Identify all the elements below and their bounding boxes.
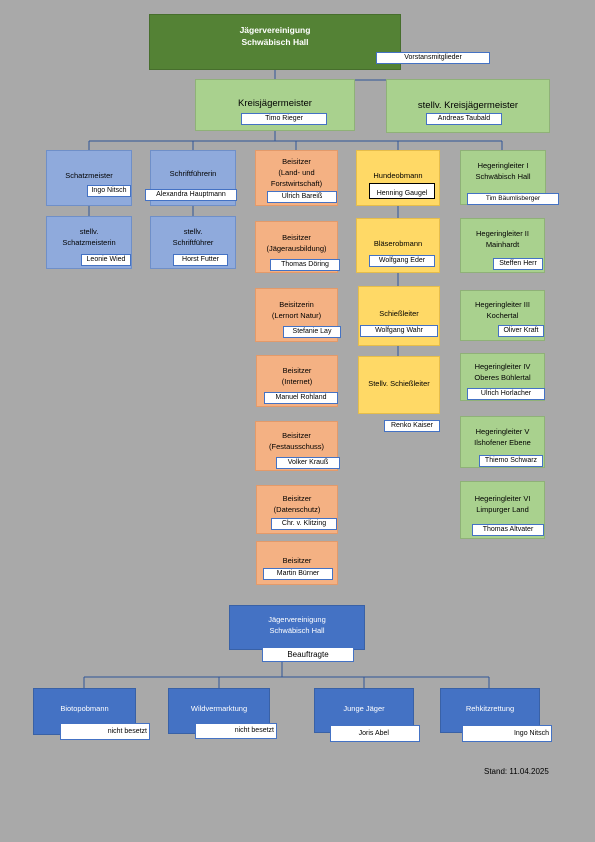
stellv-title: stellv. Kreisjägermeister [417, 100, 519, 111]
blue-title: Schatzmeister [65, 171, 113, 180]
blue-subtitle: Schatzmeisterin [62, 237, 116, 247]
hegering-area: Mainhardt [485, 239, 520, 249]
hegering-name: Oliver Kraft [498, 325, 544, 337]
bottom-title-line2: Schwäbisch Hall [269, 625, 325, 635]
beauftragte-header-box: Jägervereinigung Schwäbisch Hall [229, 605, 365, 650]
beauftragte-title: Rehkitzrettung [465, 704, 515, 713]
yellow-title: Stellv. Schießleiter [368, 379, 430, 388]
hegering-name: Steffen Herr [493, 258, 543, 270]
beisitzer-title: Beisitzerin [279, 300, 314, 309]
beauftragte-name: Joris Abel [330, 725, 420, 742]
yellow-title: Schießleiter [379, 309, 419, 318]
blue-name: Ingo Nitsch [87, 185, 131, 197]
blue-title: Schriftführerin [169, 169, 217, 178]
yellow-title: Hundeobmann [373, 171, 423, 180]
beauftragte-name: nicht besetzt [195, 723, 277, 739]
hegering-area: Schwäbisch Hall [475, 171, 531, 181]
beauftragte-title: Junge Jäger [343, 704, 385, 713]
hegering-name: Tim Bäumlisberger [467, 193, 559, 205]
beisitzer-area: (Datenschutz) [273, 504, 321, 514]
hegering-name: Ulrich Horlacher [467, 388, 545, 400]
blue-title: stellv. [183, 227, 203, 236]
blue-name: Leonie Wied [81, 254, 131, 266]
stand-date: Stand: 11.04.2025 [484, 767, 549, 776]
hegering-title: Hegeringleiter VI [474, 494, 531, 503]
beisitzer-name: Thomas Döring [270, 259, 340, 271]
beisitzer-title: Beisitzer [282, 233, 311, 242]
hegering-name: Thiemo Schwarz [479, 455, 543, 467]
beisitzer-area: (Jägerausbildung) [266, 243, 327, 253]
hegering-name: Thomas Altvater [472, 524, 544, 536]
schatzmeister-box: Schatzmeister [46, 150, 132, 206]
beisitzer-name: Volker Krauß [276, 457, 340, 469]
kreis-title: Kreisjägermeister [238, 98, 312, 109]
hegering-title: Hegeringleiter V [475, 427, 530, 436]
beisitzer-name: Manuel Rohland [264, 392, 338, 404]
hegering-title: Hegeringleiter III [474, 300, 531, 309]
beauftragte-title: Wildvermarktung [190, 704, 248, 713]
hegering-area: Kochertal [486, 310, 519, 320]
yellow-name: Wolfgang Eder [369, 255, 435, 267]
yellow-title: Bläserobmann [373, 239, 423, 248]
beisitzer-title: Beisitzer [282, 431, 311, 440]
yellow-name: Wolfgang Wahr [360, 325, 438, 337]
top-label: Vorstansmitglieder [376, 52, 490, 64]
beisitzer-area-cont: Forstwirtschaft) [270, 178, 323, 188]
beisitzer-area: (Lernort Natur) [271, 310, 322, 320]
stellv-name: Andreas Taubald [426, 113, 502, 125]
hegering-title: Hegeringleiter I [477, 161, 529, 170]
hegering-area: Limpurger Land [476, 504, 529, 514]
blue-name: Alexandra Hauptmann [145, 189, 237, 201]
top-box: Jägervereinigung Schwäbisch Hall [149, 14, 401, 70]
beisitzer-title: Beisitzer [282, 494, 312, 503]
bottom-title-line1: Jägervereinigung [268, 615, 326, 624]
beisitzer-title: Beisitzer [282, 366, 312, 375]
blue-title: stellv. [79, 227, 99, 236]
beisitzer-name: Martin Bürner [263, 568, 333, 580]
beisitzer-name: Chr. v. Klitzing [271, 518, 337, 530]
blue-subtitle: Schriftführer [172, 237, 214, 247]
beisitzer-name: Stefanie Lay [283, 326, 341, 338]
kreis-name: Timo Rieger [241, 113, 327, 125]
hegering-title: Hegeringleiter II [476, 229, 529, 238]
beauftragte-name: nicht besetzt [60, 723, 150, 740]
top-title-line1: Jägervereinigung [239, 25, 311, 35]
beisitzer-title: Beisitzer [282, 157, 311, 166]
beisitzer-name: Ulrich Bareiß [267, 191, 337, 203]
hegering-title: Hegeringleiter IV [474, 362, 531, 371]
top-title-line2: Schwäbisch Hall [241, 37, 309, 48]
hegering-area: Ilshofener Ebene [474, 437, 531, 447]
schiessleiter-box: Schießleiter [358, 286, 440, 346]
beauftragte-name: Ingo Nitsch [462, 725, 552, 742]
beisitzer-area: (Internet) [281, 376, 313, 386]
beisitzer-area: (Festausschuss) [268, 441, 325, 451]
yellow-name: Henning Gaugel [369, 183, 435, 199]
stellv-schiessleiter-box: Stellv. Schießleiter [358, 356, 440, 414]
beauftragte-title: Biotopobmann [60, 704, 109, 713]
yellow-name: Renko Kaiser [384, 420, 440, 432]
hegering-area: Oberes Bühlertal [474, 372, 531, 382]
beisitzer-area: (Land- und [278, 167, 315, 177]
beisitzer-title: Beisitzer [282, 556, 312, 565]
blue-name: Horst Futter [173, 254, 228, 266]
bottom-label: Beauftragte [262, 647, 354, 662]
